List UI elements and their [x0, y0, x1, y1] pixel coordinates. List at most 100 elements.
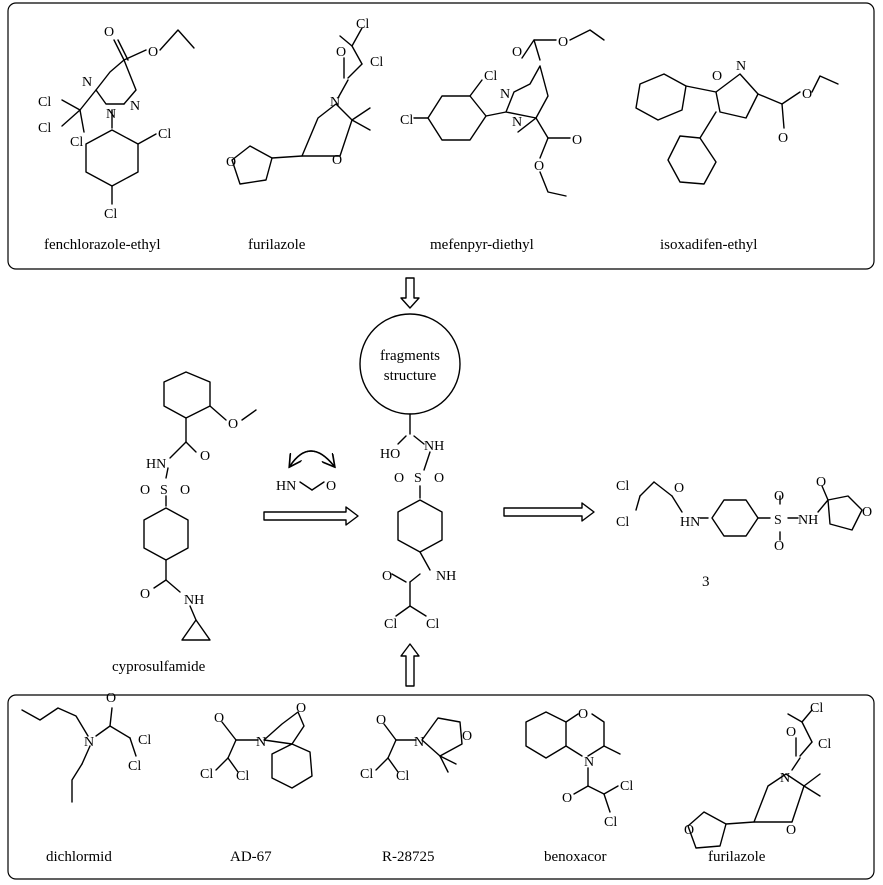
atom-o: O — [296, 701, 306, 716]
atom-o: O — [140, 483, 150, 498]
atom-o: O — [214, 711, 224, 726]
atom-cl: Cl — [396, 769, 409, 784]
cyprosulfamide-structure — [143, 371, 257, 641]
mefenpyr-diethyl-structure — [413, 29, 605, 197]
atom-n: N — [84, 735, 94, 750]
atom-cl: Cl — [384, 617, 397, 632]
atom-o: O — [332, 153, 342, 168]
atom-o: O — [394, 471, 404, 486]
atom-o: O — [512, 45, 522, 60]
atom-cl: Cl — [38, 95, 51, 110]
circle-text-line2: structure — [384, 368, 437, 384]
benoxacor-structure — [525, 711, 621, 813]
fragments-circle — [359, 313, 461, 415]
atom-o: O — [382, 569, 392, 584]
up-arrow-bottom — [400, 643, 420, 687]
ad-67-structure — [215, 711, 313, 789]
atom-o: O — [534, 159, 544, 174]
atom-cl: Cl — [158, 127, 171, 142]
atom-o: O — [228, 417, 238, 432]
atom-s: S — [774, 513, 782, 528]
atom-cl: Cl — [400, 113, 413, 128]
atom-nh: NH — [184, 593, 204, 608]
atom-cl: Cl — [616, 479, 629, 494]
atom-s: S — [414, 471, 422, 486]
atom-cl: Cl — [370, 55, 383, 70]
atom-n: N — [736, 59, 746, 74]
compound-label-isoxadifen-ethyl: isoxadifen-ethyl — [660, 237, 757, 253]
atom-cl: Cl — [38, 121, 51, 136]
fragment-exchange-arrows — [290, 450, 334, 491]
atom-n: N — [414, 735, 424, 750]
atom-n: N — [584, 755, 594, 770]
atom-cl: Cl — [360, 767, 373, 782]
atom-o: O — [462, 729, 472, 744]
atom-cl: Cl — [616, 515, 629, 530]
atom-o: O — [200, 449, 210, 464]
product-3-structure — [635, 481, 863, 541]
atom-cl: Cl — [620, 779, 633, 794]
atom-n: N — [256, 735, 266, 750]
atom-o: O — [802, 87, 812, 102]
furilazole-top-structure — [231, 27, 371, 185]
atom-o: O — [778, 131, 788, 146]
atom-o: O — [180, 483, 190, 498]
atom-n: N — [82, 75, 92, 90]
atom-nh: NH — [798, 513, 818, 528]
r-28725-structure — [375, 717, 463, 773]
compound-label-r-28725: R-28725 — [382, 849, 435, 865]
atom-n: N — [130, 99, 140, 114]
atom-n: N — [512, 115, 522, 130]
compound-label-benoxacor: benoxacor — [544, 849, 606, 865]
atom-o: O — [104, 25, 114, 40]
atom-n: N — [106, 107, 116, 122]
compound-label-fenchlorazole-ethyl: fenchlorazole-ethyl — [44, 237, 161, 253]
fenchlorazole-ethyl-structure — [61, 29, 195, 205]
atom-cl: Cl — [236, 769, 249, 784]
atom-o: O — [816, 475, 826, 490]
fragment-o: O — [326, 479, 336, 494]
circle-text-line1: fragments — [380, 348, 440, 364]
atom-cl: Cl — [810, 701, 823, 716]
atom-nh: NH — [424, 439, 444, 454]
isoxadifen-ethyl-structure — [635, 73, 839, 185]
atom-ho: HO — [380, 447, 400, 462]
atom-cl: Cl — [128, 759, 141, 774]
compound-label-dichlormid: dichlormid — [46, 849, 112, 865]
atom-o: O — [572, 133, 582, 148]
right-arrow-right — [503, 502, 595, 522]
product-number: 3 — [702, 574, 710, 590]
atom-o: O — [562, 791, 572, 806]
compound-label-cyprosulfamide: cyprosulfamide — [112, 659, 206, 675]
atom-o: O — [786, 725, 796, 740]
compound-label-furilazole-top: furilazole — [248, 237, 306, 253]
atom-nh: NH — [436, 569, 456, 584]
atom-o: O — [106, 691, 116, 706]
atom-o: O — [674, 481, 684, 496]
atom-o: O — [774, 539, 784, 554]
bottom-panel-box — [7, 694, 875, 880]
atom-n: N — [500, 87, 510, 102]
atom-cl: Cl — [200, 767, 213, 782]
atom-hn: HN — [680, 515, 700, 530]
atom-cl: Cl — [818, 737, 831, 752]
atom-s: S — [160, 483, 168, 498]
right-arrow-left — [263, 506, 359, 526]
dichlormid-structure — [21, 707, 137, 803]
atom-cl: Cl — [426, 617, 439, 632]
atom-o: O — [434, 471, 444, 486]
atom-o: O — [558, 35, 568, 50]
compound-label-furilazole-bottom: furilazole — [708, 849, 766, 865]
furilazole-bottom-structure — [687, 709, 821, 849]
atom-o: O — [862, 505, 872, 520]
atom-o: O — [140, 587, 150, 602]
compound-label-ad-67: AD-67 — [230, 849, 272, 865]
atom-cl: Cl — [604, 815, 617, 830]
atom-o: O — [226, 155, 236, 170]
atom-o: O — [148, 45, 158, 60]
atom-cl: Cl — [104, 207, 117, 222]
atom-o: O — [712, 69, 722, 84]
atom-n: N — [780, 771, 790, 786]
atom-o: O — [786, 823, 796, 838]
atom-o: O — [336, 45, 346, 60]
